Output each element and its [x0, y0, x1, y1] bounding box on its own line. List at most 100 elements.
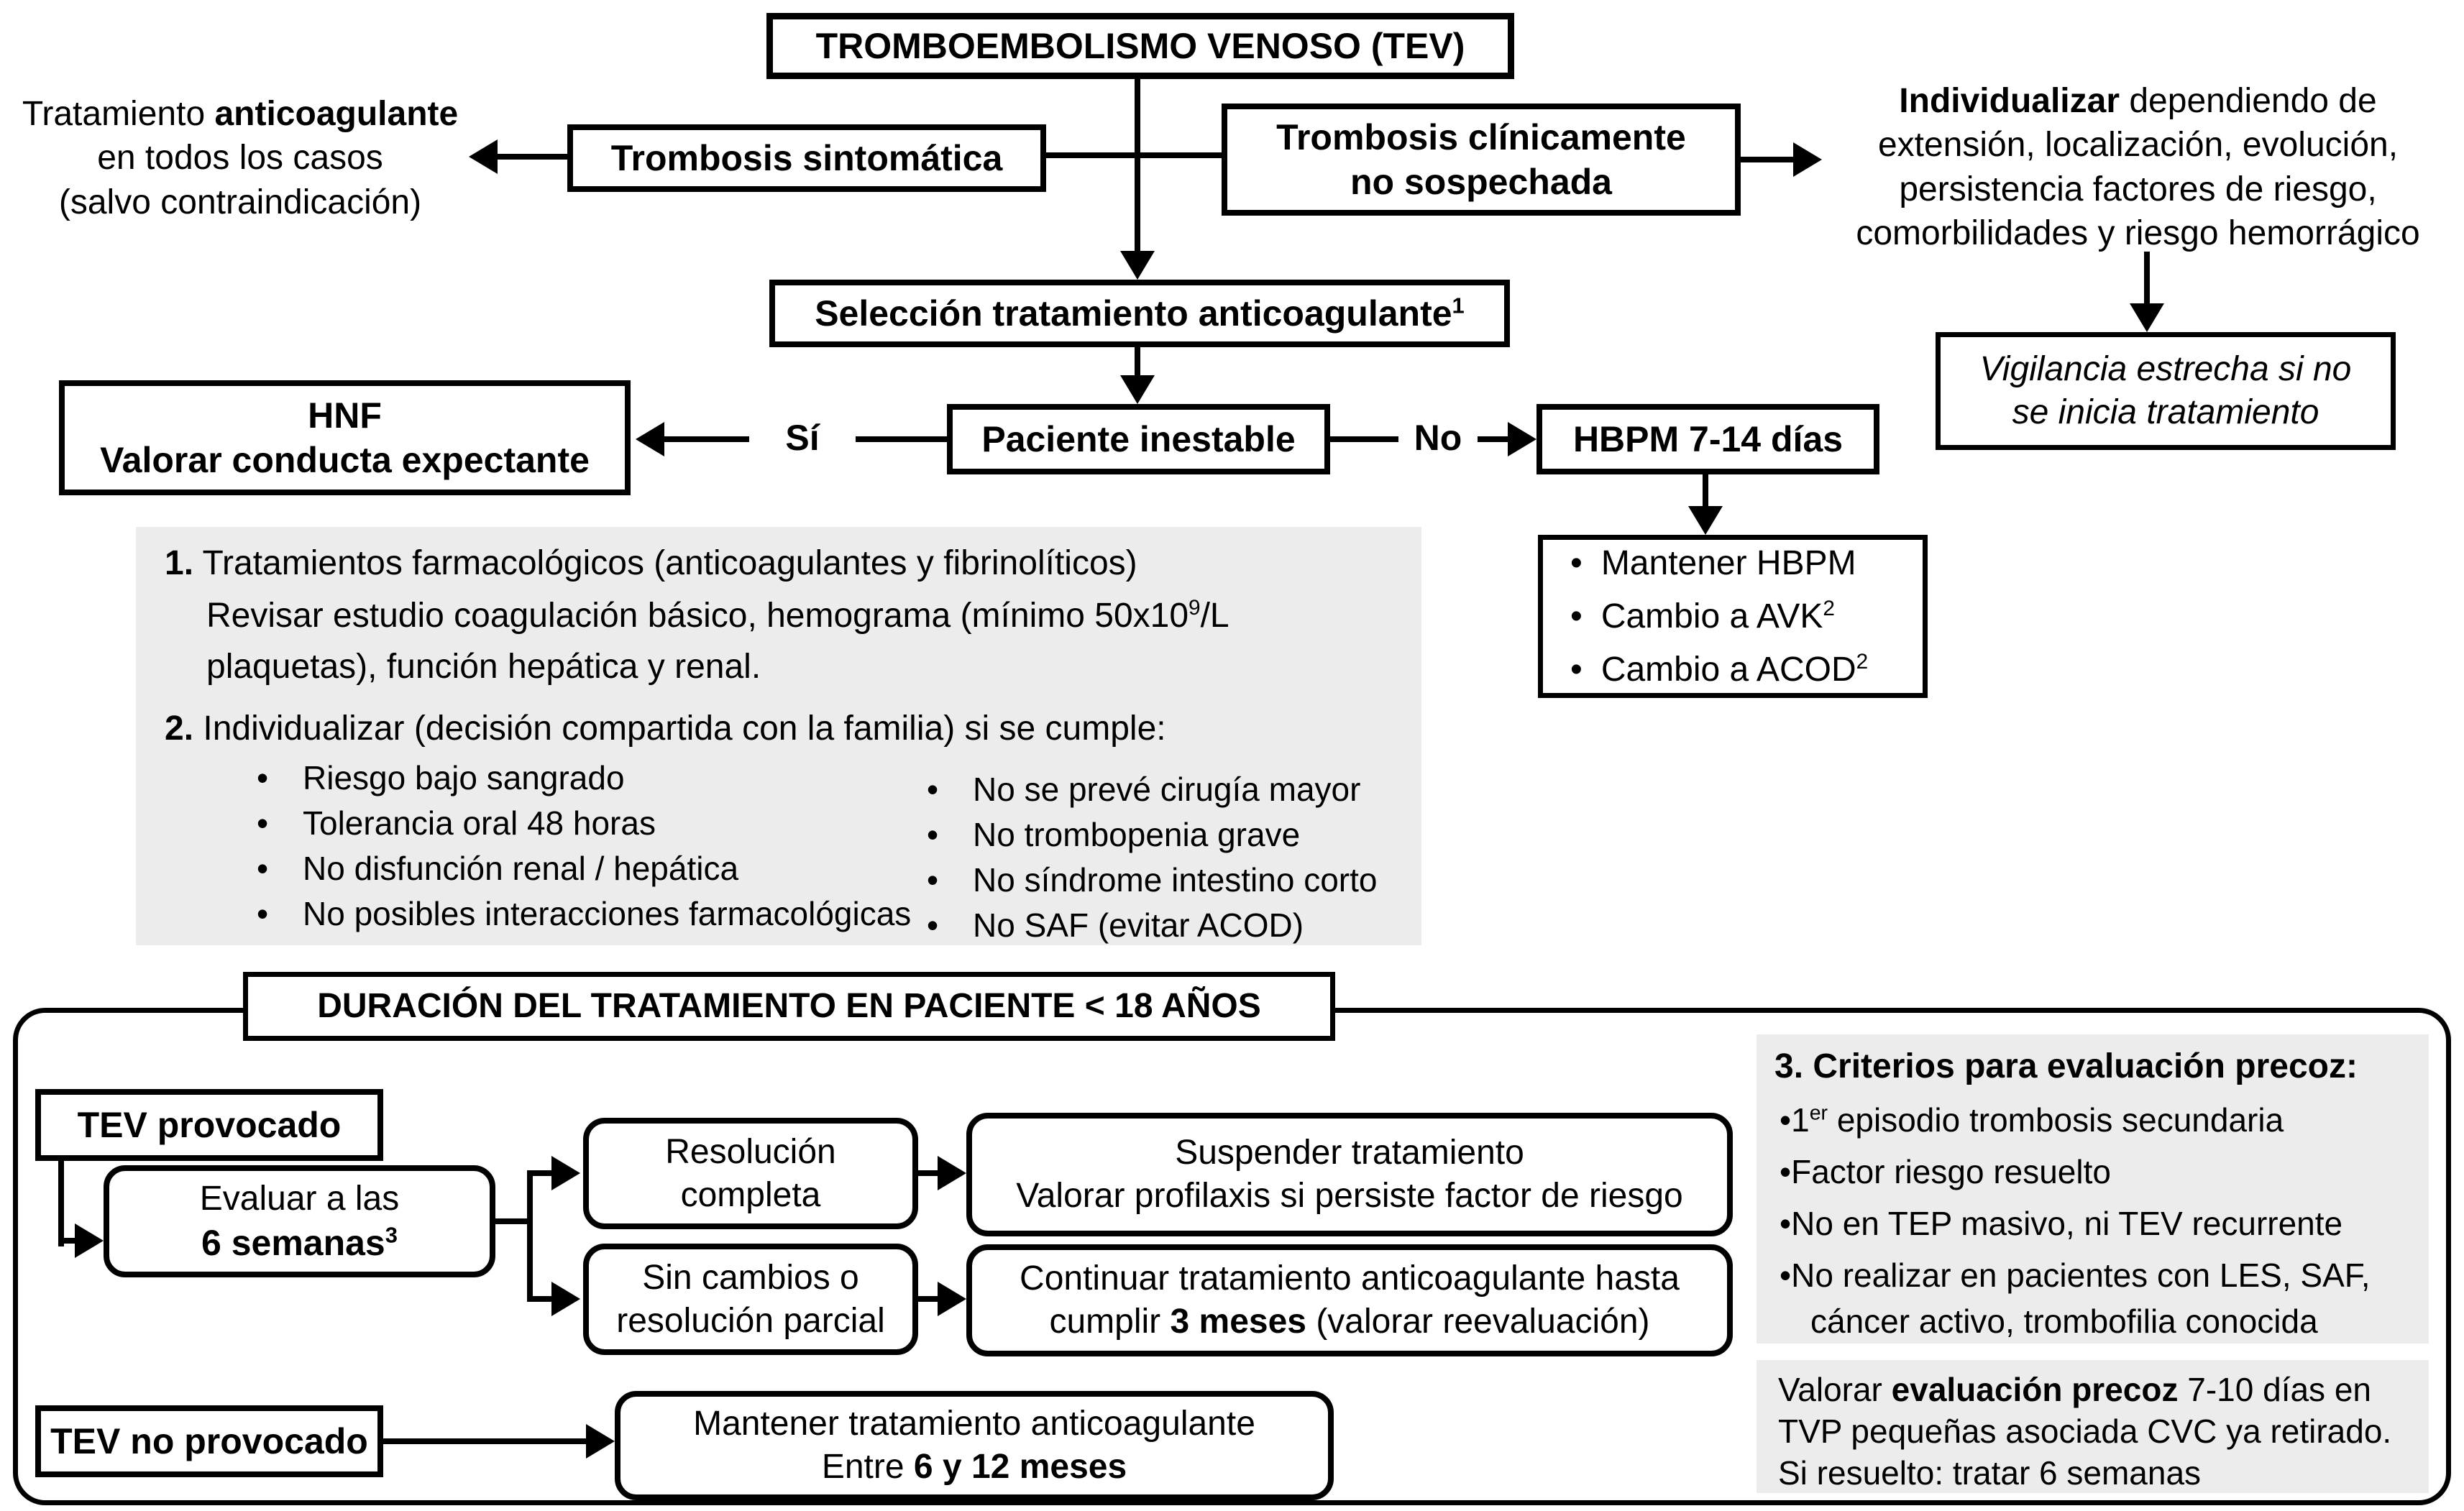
unstable-patient-label: Paciente inestable: [981, 418, 1296, 459]
continue-treatment-box: Continuar tratamiento anticoagulante has…: [966, 1244, 1733, 1356]
duration-header-box: DURACIÓN DEL TRATAMIENTO EN PACIENTE < 1…: [243, 972, 1335, 1041]
connector-unprovoked-to-maintain: [383, 1438, 589, 1444]
right-note-line3: persistencia factores de riesgo,: [1899, 170, 2377, 208]
footnote2-line1: 2. Individualizar (decisión compartida c…: [165, 709, 1166, 748]
evaluate-line2: 6 semanas3: [201, 1222, 398, 1263]
criteria-right-4: No SAF (evitar ACOD): [973, 906, 1304, 944]
connector-selection-to-unstable: [1135, 347, 1140, 378]
criteria-right-2: No trombopenia grave: [973, 816, 1301, 853]
left-note-line3: (salvo contraindicación): [58, 183, 422, 221]
suspend-treatment-box: Suspender tratamiento Valorar profilaxis…: [966, 1113, 1733, 1236]
bullet-icon: •: [1570, 650, 1583, 689]
criteria-bullet-right-2: •: [927, 816, 939, 853]
maintain-option-label: Cambio a AVK2: [1600, 596, 1835, 635]
left-note-line2: en todos los casos: [97, 139, 383, 178]
criteria-item-2: •Factor riesgo resuelto: [1780, 1153, 2111, 1190]
hnf-line1: HNF: [308, 395, 382, 436]
connector-provoked-elbow-h: [58, 1238, 83, 1244]
criteria-bullet-right-4: •: [927, 906, 939, 944]
unsuspected-thrombosis-box: Trombosis clínicamente no sospechada: [1222, 104, 1741, 216]
vigilance-line2: se inicia tratamiento: [2012, 393, 2319, 431]
right-note-line2: extensión, localización, evolución,: [1877, 126, 2399, 165]
provoked-tev-box: TEV provocado: [35, 1089, 383, 1161]
connector-branch-top: [527, 1170, 559, 1176]
continue-line1: Continuar tratamiento anticoagulante has…: [1020, 1259, 1680, 1298]
criteria-left-2: Tolerancia oral 48 horas: [303, 804, 656, 842]
early-eval-line2: TVP pequeñas asociada CVC ya retirado.: [1778, 1413, 2392, 1450]
arrowhead-down-maintain: [1688, 506, 1723, 535]
maintain-options-box: • Mantener HBPM • Cambio a AVK2 • Cambio…: [1538, 535, 1928, 698]
maintain-option-label: Cambio a ACOD2: [1600, 649, 1869, 689]
no-change-line1: Sin cambios o: [642, 1258, 859, 1297]
maintain-treatment-box: Mantener tratamiento anticoagulante Entr…: [615, 1391, 1334, 1500]
hbpm-label: HBPM 7-14 días: [1572, 418, 1844, 459]
anticoagulant-selection-box: Selección tratamiento anticoagulante1: [769, 280, 1510, 347]
evaluate-footnote-sup: 3: [385, 1222, 398, 1248]
footnotes-panel: 1. Tratamientos farmacológicos (anticoag…: [136, 527, 1421, 945]
no-change-line2: resolución parcial: [616, 1301, 885, 1340]
criteria-item-3: •No en TEP masivo, ni TEV recurrente: [1780, 1205, 2343, 1242]
connector-provoked-elbow-v: [58, 1159, 64, 1246]
arrowhead-right-hbpm: [1508, 422, 1536, 456]
early-eval-line1: Valorar evaluación precoz 7-10 días en: [1778, 1371, 2372, 1408]
bullet-icon: •: [1570, 543, 1583, 582]
arrowhead-left-hnf: [636, 422, 664, 456]
connector-top-boxes: [1046, 152, 1222, 158]
symptomatic-thrombosis-label: Trombosis sintomática: [610, 137, 1003, 178]
maintain-option-row: • Cambio a AVK2: [1570, 595, 1835, 638]
connector-unsuspected-to-rightnote: [1741, 157, 1795, 162]
title-text: TROMBOEMBOLISMO VENOSO (TEV): [815, 25, 1465, 66]
arrowhead-right-resolution: [551, 1156, 580, 1190]
connector-evaluate-out: [495, 1218, 533, 1224]
symptomatic-thrombosis-box: Trombosis sintomática: [567, 124, 1046, 192]
arrowhead-left-leftnote: [469, 139, 498, 174]
selection-label: Selección tratamiento anticoagulante1: [815, 293, 1465, 334]
criteria-bullet-right-1: •: [927, 771, 939, 808]
hnf-line2: Valorar conducta expectante: [100, 440, 590, 480]
maintain-option-row: • Mantener HBPM: [1570, 542, 1856, 585]
maintain-treatment-line1: Mantener tratamiento anticoagulante: [693, 1405, 1255, 1443]
criteria-right-3: No síndrome intestino corto: [973, 861, 1378, 899]
connector-branch-bottom: [527, 1296, 559, 1302]
suspend-line2: Valorar profilaxis si persiste factor de…: [1016, 1177, 1683, 1215]
unprovoked-tev-box: TEV no provocado: [35, 1405, 383, 1477]
hnf-box: HNF Valorar conducta expectante: [59, 380, 631, 495]
early-evaluation-criteria-panel: 3. Criterios para evaluación precoz: •1e…: [1757, 1034, 2429, 1344]
suspend-line1: Suspender tratamiento: [1175, 1134, 1524, 1172]
criteria-item-1: •1er episodio trombosis secundaria: [1780, 1101, 2284, 1139]
complete-resolution-box: Resolución completa: [583, 1118, 918, 1229]
hbpm-box: HBPM 7-14 días: [1536, 404, 1879, 474]
arrowhead-right-rightnote: [1793, 142, 1822, 177]
early-evaluation-note-panel: Valorar evaluación precoz 7-10 días en T…: [1757, 1360, 2429, 1493]
criteria-item-4-line2: cáncer activo, trombofilia conocida: [1810, 1303, 2318, 1340]
edge-label-yes: Sí: [785, 418, 820, 458]
unsuspected-line2: no sospechada: [1350, 162, 1612, 202]
connector-branch-vertical: [527, 1170, 533, 1302]
arrowhead-right-evaluate: [75, 1223, 104, 1258]
connector-rightnote-to-vigilance: [2144, 252, 2150, 305]
arrowhead-down-selection: [1120, 251, 1155, 280]
arrowhead-right-nochange: [551, 1282, 580, 1316]
unprovoked-tev-label: TEV no provocado: [50, 1420, 368, 1461]
arrowhead-right-suspend: [938, 1156, 966, 1190]
criteria-left-4: No posibles interacciones farmacológicas: [303, 895, 912, 932]
no-change-box: Sin cambios o resolución parcial: [583, 1244, 918, 1355]
criteria-left-1: Riesgo bajo sangrado: [303, 759, 625, 796]
unsuspected-line1: Trombosis clínicamente: [1276, 116, 1686, 157]
left-note-line1: Tratamiento anticoagulante: [22, 95, 459, 133]
connector-symptomatic-to-leftnote: [496, 154, 567, 160]
connector-no-segment2: [1478, 436, 1509, 442]
early-eval-line3: Si resuelto: tratar 6 semanas: [1778, 1454, 2202, 1492]
criteria-bullet-right-3: •: [927, 861, 939, 899]
provoked-tev-label: TEV provocado: [77, 1104, 342, 1145]
maintain-option-row: • Cambio a ACOD2: [1570, 648, 1868, 692]
criteria-item-4: •No realizar en pacientes con LES, SAF,: [1780, 1257, 2371, 1294]
title-box: TROMBOEMBOLISMO VENOSO (TEV): [766, 13, 1514, 79]
right-note: Individualizar dependiendo de extensión,…: [1812, 79, 2464, 256]
left-note: Tratamiento anticoagulante en todos los …: [0, 92, 480, 224]
vigilance-line1: Vigilancia estrecha si no: [1979, 350, 2352, 388]
arrowhead-down-unstable: [1120, 375, 1155, 404]
right-note-line4: comorbilidades y riesgo hemorrágico: [1856, 214, 2420, 253]
arrowhead-right-maintain-treatment: [586, 1424, 615, 1459]
arrowhead-down-vigilance: [2130, 303, 2164, 332]
